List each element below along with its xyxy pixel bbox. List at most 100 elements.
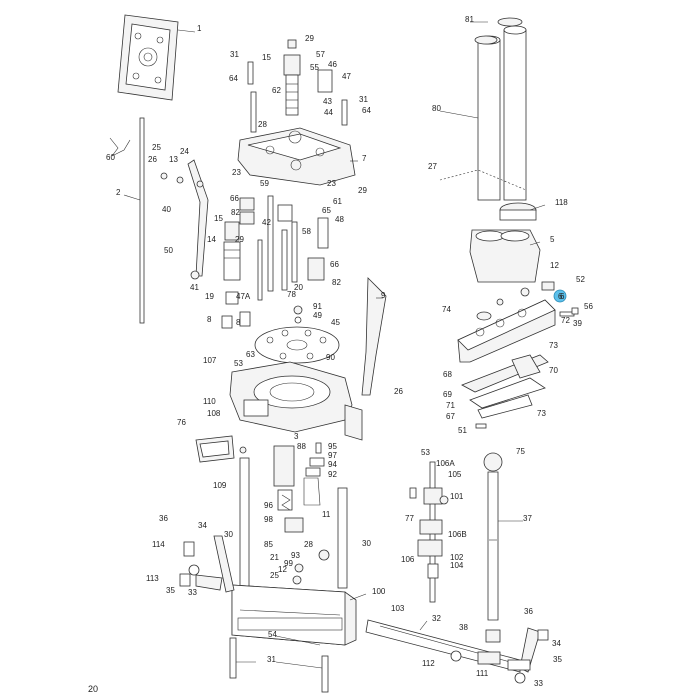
die-cylinder-part-15 xyxy=(283,54,301,116)
screw-part-113 xyxy=(179,573,191,587)
highlight-part-6 xyxy=(553,289,567,303)
part-label-67: 67 xyxy=(446,412,455,421)
feed-plate-part xyxy=(117,14,196,101)
tool-head-part-7 xyxy=(237,127,356,186)
part-label-45: 45 xyxy=(331,318,340,327)
part-label-29: 29 xyxy=(358,186,367,195)
tube-assembly-part-80 xyxy=(474,17,527,201)
part-label-15: 15 xyxy=(214,214,223,223)
part-label-94: 94 xyxy=(328,460,337,469)
part-label-34: 34 xyxy=(552,639,561,648)
washer-part-113 xyxy=(188,564,200,576)
part-label-75: 75 xyxy=(516,447,525,456)
cap-part-29 xyxy=(287,39,297,49)
part-label-82: 82 xyxy=(332,278,341,287)
part-label-9: 9 xyxy=(381,291,386,300)
shell-plate-part-45 xyxy=(254,326,340,364)
part-label-118: 118 xyxy=(555,198,568,207)
part-label-103: 103 xyxy=(391,604,405,613)
part-label-54: 54 xyxy=(268,630,277,639)
screw-part-53 xyxy=(409,487,417,499)
part-label-96: 96 xyxy=(264,501,273,510)
part-label-57: 57 xyxy=(316,50,325,59)
part-label-111: 111 xyxy=(476,669,489,678)
drop-assembly-part-106 xyxy=(417,461,443,603)
part-label-37: 37 xyxy=(523,514,532,523)
screw-part-26 xyxy=(160,172,168,180)
part-label-114: 114 xyxy=(152,540,165,549)
part-label-2: 2 xyxy=(116,188,121,197)
part-label-50: 50 xyxy=(164,246,173,255)
washer-part-94 xyxy=(309,457,325,467)
part-label-33: 33 xyxy=(534,679,543,688)
part-label-64: 64 xyxy=(229,74,238,83)
center-rods xyxy=(267,195,298,292)
part-label-105: 105 xyxy=(448,470,462,479)
part-label-106A: 106A xyxy=(436,459,455,468)
page-number: 20 xyxy=(88,684,98,694)
screw-part-109 xyxy=(239,446,247,454)
part-label-38: 38 xyxy=(459,623,468,632)
screw-part-51 xyxy=(475,423,487,429)
nut-part-25 xyxy=(292,575,302,585)
part-label-53: 53 xyxy=(234,359,243,368)
part-label-63: 63 xyxy=(246,350,255,359)
washer-part-74 xyxy=(476,311,492,321)
part-label-23: 23 xyxy=(327,179,336,188)
part-label-51: 51 xyxy=(458,426,467,435)
handle-part-37 xyxy=(483,452,503,621)
screw-part-101 xyxy=(439,495,449,505)
bolt-part-31-left xyxy=(229,637,237,679)
part-label-104: 104 xyxy=(450,561,464,570)
part-label-55: 55 xyxy=(310,63,319,72)
part-label-107: 107 xyxy=(203,356,217,365)
part-label-25: 25 xyxy=(152,143,161,152)
part-label-80: 80 xyxy=(432,104,441,113)
part-label-7: 7 xyxy=(362,154,367,163)
part-label-108: 108 xyxy=(207,409,221,418)
bolt-part-50 xyxy=(190,270,200,280)
screw-part-74 xyxy=(496,298,504,306)
plate-part-92 xyxy=(305,467,321,477)
arm-part-9 xyxy=(361,277,387,396)
part-label-14: 14 xyxy=(207,235,216,244)
part-label-23: 23 xyxy=(232,168,241,177)
part-label-32: 32 xyxy=(432,614,441,623)
part-label-98: 98 xyxy=(264,515,273,524)
part-label-61: 61 xyxy=(333,197,342,206)
washer-part-112 xyxy=(450,650,462,662)
primer-tray-part-76 xyxy=(195,435,235,463)
part-label-97: 97 xyxy=(328,451,337,460)
part-label-90: 90 xyxy=(326,353,335,362)
part-label-73: 73 xyxy=(549,341,558,350)
part-label-65: 65 xyxy=(322,206,331,215)
screw-part-91 xyxy=(293,305,303,315)
pin-part-47A xyxy=(257,239,263,301)
part-label-59: 59 xyxy=(260,179,269,188)
screw-part-95 xyxy=(315,442,322,454)
part-label-66: 66 xyxy=(330,260,339,269)
primer-assembly-part-3 xyxy=(273,445,304,533)
part-label-27: 27 xyxy=(428,162,437,171)
part-label-43: 43 xyxy=(323,97,332,106)
part-label-72: 72 xyxy=(561,316,570,325)
nut-part-28 xyxy=(318,549,330,561)
part-label-41: 41 xyxy=(190,283,199,292)
part-label-21: 21 xyxy=(270,553,279,562)
part-label-25: 25 xyxy=(270,571,279,580)
part-label-69: 69 xyxy=(443,390,452,399)
part-label-110: 110 xyxy=(203,397,216,406)
part-label-31: 31 xyxy=(267,655,276,664)
part-label-73: 73 xyxy=(537,409,546,418)
part-label-60: 60 xyxy=(106,153,115,162)
part-label-15: 15 xyxy=(262,53,271,62)
part-label-12: 12 xyxy=(550,261,559,270)
part-label-112: 112 xyxy=(422,659,435,668)
screw-part-31 xyxy=(341,99,348,126)
part-label-30: 30 xyxy=(224,530,233,539)
part-label-106: 106 xyxy=(401,555,415,564)
part-label-53: 53 xyxy=(421,448,430,457)
part-label-70: 70 xyxy=(549,366,558,375)
lever-part-40 xyxy=(187,159,209,277)
